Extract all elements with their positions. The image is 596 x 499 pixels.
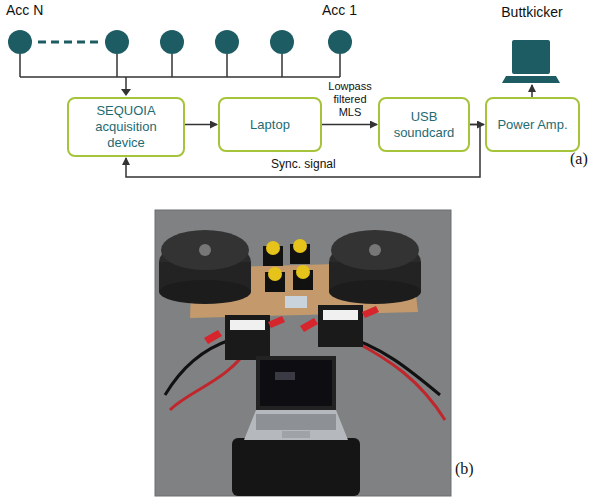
setup-photo bbox=[155, 210, 451, 496]
node-text: USB soundcard bbox=[382, 109, 466, 141]
laptop-box: Laptop bbox=[218, 97, 322, 152]
shaker-icon: Buttkicker bbox=[482, 4, 582, 84]
signal-arrow bbox=[322, 124, 377, 126]
node-text: Buttkicker bbox=[482, 4, 582, 20]
amplifier-box: Power Amp. bbox=[485, 97, 580, 152]
node-text: Power Amp. bbox=[497, 117, 567, 133]
edge-label: Sync. signal bbox=[271, 158, 336, 171]
edge-label: Lowpass filtered MLS bbox=[325, 80, 375, 119]
acquisition-box: SEQUOIA acquisition device bbox=[67, 97, 185, 157]
node-text: SEQUOIA acquisition device bbox=[84, 103, 168, 151]
signal-arrow bbox=[531, 85, 533, 97]
sensor-label: Acc 1 bbox=[322, 2, 357, 18]
soundcard-box: USB soundcard bbox=[378, 97, 470, 152]
accelerometer-array bbox=[8, 30, 352, 96]
signal-arrow bbox=[185, 124, 217, 126]
panel-letter: (b) bbox=[455, 460, 474, 478]
panel-letter: (a) bbox=[570, 150, 588, 168]
sensor-label: Acc N bbox=[6, 2, 43, 18]
node-text: Laptop bbox=[250, 117, 290, 133]
